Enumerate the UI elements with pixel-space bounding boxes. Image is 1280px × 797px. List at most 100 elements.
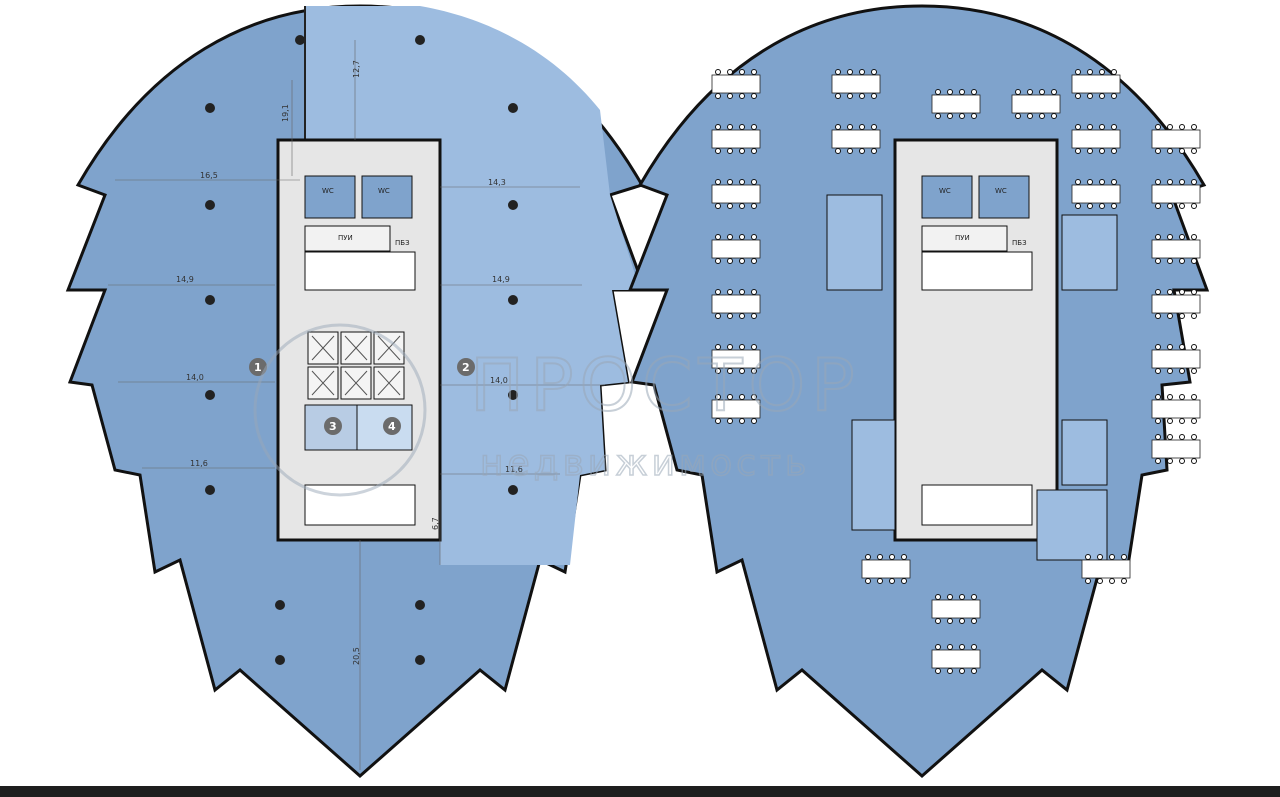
chair-icon	[1121, 578, 1127, 584]
chair-icon	[859, 124, 865, 130]
pui-room	[921, 225, 1008, 252]
chair-icon	[1179, 289, 1185, 295]
chair-icon	[901, 554, 907, 560]
chair-icon	[739, 93, 745, 99]
wc-room	[304, 175, 356, 219]
chair-icon	[971, 113, 977, 119]
zone-badge-1: 1	[249, 358, 267, 376]
chair-icon	[1111, 93, 1117, 99]
chair-icon	[1097, 578, 1103, 584]
chair-icon	[1099, 203, 1105, 209]
chair-icon	[1039, 89, 1045, 95]
zone-4-area	[356, 404, 413, 451]
chair-icon	[1099, 69, 1105, 75]
chair-icon	[971, 618, 977, 624]
chair-icon	[959, 113, 965, 119]
chair-icon	[947, 668, 953, 674]
chair-icon	[1155, 179, 1161, 185]
chair-icon	[1087, 148, 1093, 154]
chair-icon	[889, 578, 895, 584]
chair-icon	[935, 594, 941, 600]
chair-icon	[1039, 113, 1045, 119]
dimension-label: 16,5	[200, 171, 218, 180]
desk-cluster	[1151, 129, 1201, 149]
chair-icon	[715, 93, 721, 99]
chair-icon	[935, 668, 941, 674]
chair-icon	[739, 124, 745, 130]
chair-icon	[1087, 203, 1093, 209]
chair-icon	[859, 69, 865, 75]
chair-icon	[865, 578, 871, 584]
chair-icon	[739, 234, 745, 240]
column-icon	[508, 200, 518, 210]
chair-icon	[877, 578, 883, 584]
meeting-room	[851, 419, 896, 531]
desk-cluster	[931, 599, 981, 619]
chair-icon	[1027, 89, 1033, 95]
chair-icon	[1167, 434, 1173, 440]
desk-cluster	[711, 239, 761, 259]
stairwell	[304, 251, 416, 291]
desk-cluster	[711, 399, 761, 419]
desk-cluster	[831, 74, 881, 94]
chair-icon	[947, 89, 953, 95]
meeting-room	[1061, 419, 1108, 486]
chair-icon	[1167, 148, 1173, 154]
office-room	[1036, 489, 1108, 561]
chair-icon	[751, 368, 757, 374]
chair-icon	[1167, 124, 1173, 130]
column-icon	[205, 295, 215, 305]
chair-icon	[739, 313, 745, 319]
dimension-label: 14,9	[492, 275, 510, 284]
columns	[205, 35, 518, 665]
chair-icon	[739, 258, 745, 264]
chair-icon	[1111, 124, 1117, 130]
chair-icon	[1167, 344, 1173, 350]
column-icon	[275, 655, 285, 665]
pbz-label: ПБЗ	[1012, 239, 1027, 247]
chair-icon	[835, 148, 841, 154]
pbz-label: ПБЗ	[395, 239, 410, 247]
chair-icon	[727, 344, 733, 350]
chair-icon	[1179, 203, 1185, 209]
watermark: ПРОСТОР недвижимость	[253, 323, 856, 497]
chair-icon	[959, 618, 965, 624]
chair-icon	[859, 148, 865, 154]
chair-icon	[1191, 148, 1197, 154]
chair-icon	[739, 394, 745, 400]
chair-icon	[959, 594, 965, 600]
chair-icon	[1179, 344, 1185, 350]
chair-icon	[751, 289, 757, 295]
chair-icon	[1075, 148, 1081, 154]
chair-icon	[859, 93, 865, 99]
chair-icon	[1179, 179, 1185, 185]
chair-icon	[1155, 289, 1161, 295]
desk-cluster	[1081, 559, 1131, 579]
desk-cluster	[1071, 74, 1121, 94]
chair-icon	[1179, 394, 1185, 400]
chair-icon	[715, 313, 721, 319]
chair-icon	[971, 644, 977, 650]
desk-cluster	[931, 94, 981, 114]
desk-cluster	[711, 184, 761, 204]
chair-icon	[727, 124, 733, 130]
chair-icon	[971, 594, 977, 600]
column-icon	[205, 103, 215, 113]
chair-icon	[727, 69, 733, 75]
dimension-label: 14,0	[186, 373, 204, 382]
chair-icon	[715, 69, 721, 75]
chair-icon	[1191, 124, 1197, 130]
chair-icon	[1155, 124, 1161, 130]
chair-icon	[727, 179, 733, 185]
svg-text:1: 1	[254, 361, 262, 374]
chair-icon	[1075, 69, 1081, 75]
meeting-room	[826, 194, 883, 291]
chair-icon	[1015, 113, 1021, 119]
dimension-label: 14,9	[176, 275, 194, 284]
chair-icon	[847, 148, 853, 154]
chair-icon	[1027, 113, 1033, 119]
chair-icon	[847, 93, 853, 99]
column-icon	[415, 35, 425, 45]
wc-room	[921, 175, 973, 219]
column-icon	[508, 485, 518, 495]
